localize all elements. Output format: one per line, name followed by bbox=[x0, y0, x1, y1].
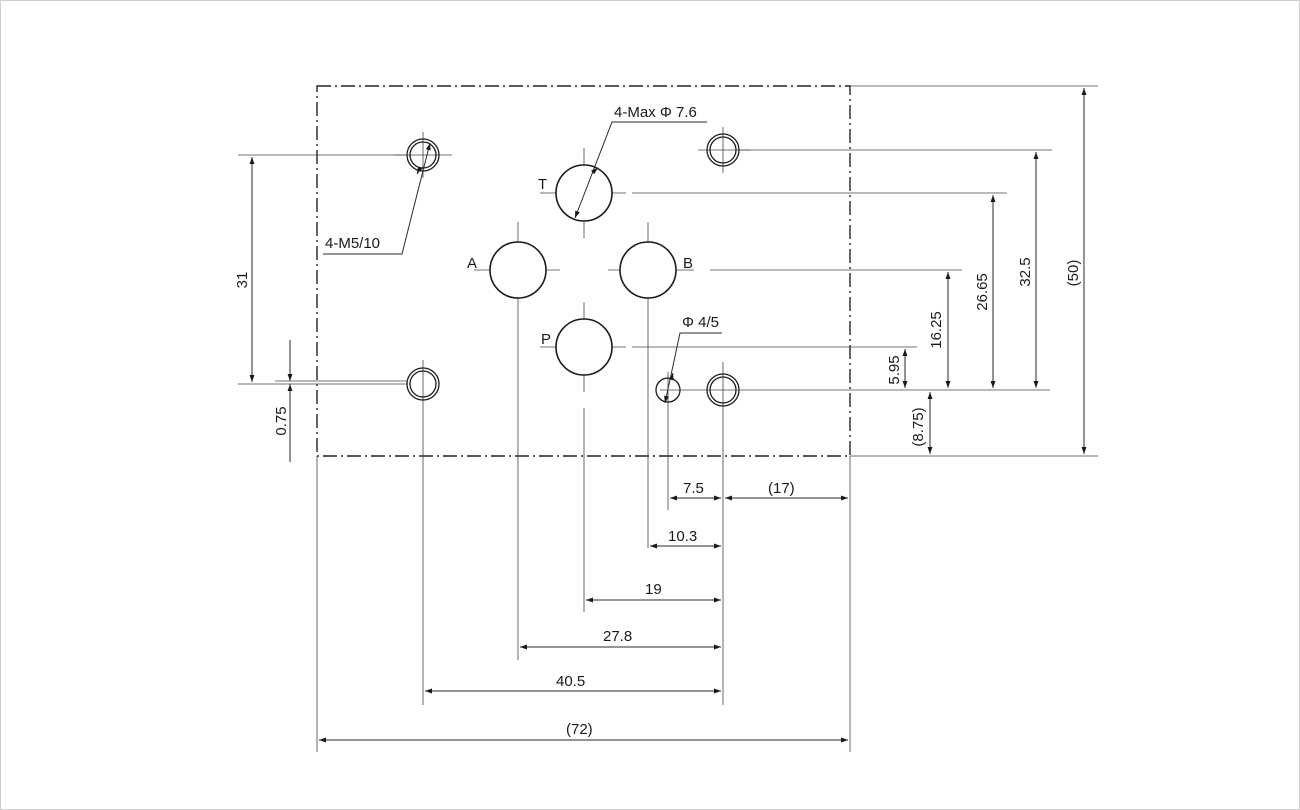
dim-72: (72) bbox=[566, 721, 593, 738]
pin-hole bbox=[655, 372, 681, 510]
dim-31: 31 bbox=[234, 272, 251, 289]
dim-40-5: 40.5 bbox=[556, 673, 585, 690]
callout-thread: 4-M5/10 bbox=[325, 235, 380, 252]
port-b bbox=[608, 222, 694, 548]
port-label-b: B bbox=[683, 255, 693, 272]
port-t bbox=[540, 148, 626, 238]
port-label-a: A bbox=[467, 255, 477, 272]
dim-8-75: (8.75) bbox=[910, 407, 927, 446]
leader-pin-hole bbox=[664, 332, 722, 404]
dim-5-95: 5.95 bbox=[886, 355, 903, 384]
dim-17: (17) bbox=[768, 480, 795, 497]
bolt-hole-bottom-right bbox=[706, 362, 740, 705]
dim-16-25: 16.25 bbox=[928, 311, 945, 349]
dim-27-8: 27.8 bbox=[603, 628, 632, 645]
dim-19: 19 bbox=[645, 581, 662, 598]
dim-0-75: 0.75 bbox=[273, 406, 290, 435]
dim-26-65: 26.65 bbox=[974, 273, 991, 311]
leader-thread bbox=[323, 142, 431, 255]
dim-10-3: 10.3 bbox=[668, 528, 697, 545]
callout-pin-hole: Φ 4/5 bbox=[682, 314, 719, 331]
port-label-p: P bbox=[541, 331, 551, 348]
dim-32-5: 32.5 bbox=[1017, 257, 1034, 286]
callout-port-hole: 4-Max Φ 7.6 bbox=[614, 104, 697, 121]
port-a bbox=[474, 222, 560, 660]
port-p bbox=[540, 302, 626, 612]
dim-7-5: 7.5 bbox=[683, 480, 704, 497]
dim-50: (50) bbox=[1065, 260, 1082, 287]
bolt-hole-bottom-left bbox=[406, 360, 440, 705]
plate-outline bbox=[316, 85, 851, 457]
leader-port-hole bbox=[574, 121, 707, 219]
port-label-t: T bbox=[538, 176, 547, 193]
